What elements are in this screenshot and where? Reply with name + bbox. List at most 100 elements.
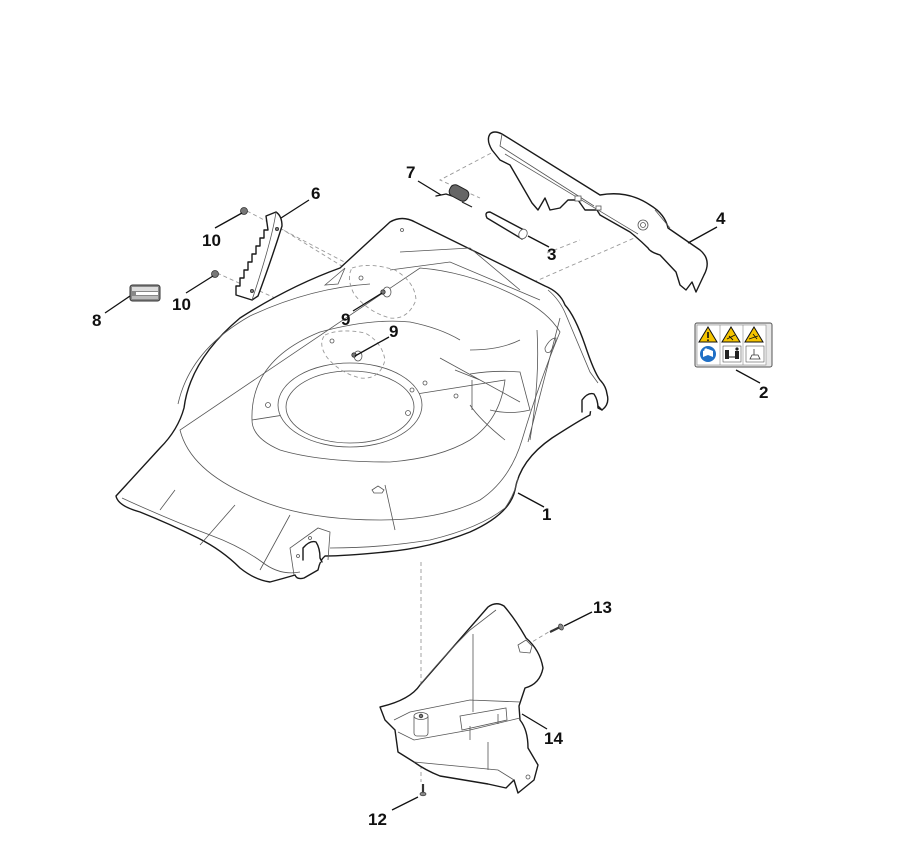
warning-triangle-icon: [698, 326, 718, 343]
assembly-line: [526, 231, 649, 286]
wheel-cutout-right: [581, 392, 603, 413]
leader-line-7: [417, 180, 442, 196]
leader-line-3: [527, 235, 550, 248]
flap-pivot: [637, 219, 649, 231]
plate-stripe: [132, 296, 158, 299]
rivet-zone-upper: [349, 265, 417, 319]
plate-stripe: [132, 287, 158, 291]
nut-upper[interactable]: [240, 207, 248, 215]
callout-6[interactable]: 6: [311, 184, 320, 203]
chute-rib: [459, 707, 508, 740]
plate-stripe: [136, 292, 158, 295]
deck-rear-panel: [527, 289, 599, 443]
leader-line-2: [735, 369, 761, 384]
assembly-line: [438, 149, 498, 199]
discharge-chute[interactable]: [379, 603, 544, 794]
leader-line-9a: [352, 292, 383, 312]
deck-dome-inner: [251, 320, 521, 463]
leader-line-9b: [354, 336, 390, 357]
deck-notch: [323, 267, 346, 286]
wheel-cutout-left: [302, 540, 323, 563]
screw-shank: [549, 626, 561, 633]
callout-13[interactable]: 13: [593, 598, 612, 617]
callout-14[interactable]: 14: [544, 729, 563, 748]
rear-flap[interactable]: [487, 131, 708, 293]
leader-line-1: [517, 492, 545, 508]
rivet-zone-lower: [321, 330, 386, 379]
disconnect-icon: [745, 345, 765, 363]
rack-hole: [249, 288, 254, 293]
assembly-line: [279, 227, 346, 269]
leader-line-10a: [214, 212, 243, 229]
screw-head: [419, 791, 427, 797]
leader-line-10b: [185, 275, 214, 294]
deck-channel: [469, 370, 531, 441]
callout-12[interactable]: 12: [368, 810, 387, 829]
leader-line-4: [687, 226, 718, 244]
mount-hole: [405, 410, 411, 416]
callouts: 1 2 3 4 6 7 8 9 9 10 10 12 13 14: [92, 163, 768, 829]
leader-line-14: [521, 713, 548, 730]
callout-1[interactable]: 1: [542, 505, 551, 524]
flap-edge: [499, 133, 671, 235]
mount-hole: [409, 387, 415, 393]
rivet-upper[interactable]: [358, 275, 392, 298]
deck-tab: [371, 485, 385, 494]
chute-body: [379, 603, 544, 794]
assembly-line: [246, 210, 353, 267]
deck-dome-outer: [177, 267, 561, 521]
mount-hole: [400, 228, 404, 232]
screw-head: [558, 623, 564, 631]
nut-icon: [211, 270, 219, 278]
mount-hole: [296, 554, 300, 558]
callout-9-upper[interactable]: 9: [341, 310, 350, 329]
callout-7[interactable]: 7: [406, 163, 415, 182]
spring-leg: [435, 193, 453, 197]
nut-icon: [240, 207, 248, 215]
blade-opening: [285, 370, 415, 444]
rivet-hole: [358, 275, 364, 281]
chute-lower-wall: [413, 742, 515, 781]
torsion-spring[interactable]: [435, 183, 473, 208]
deck-front-panel: [289, 527, 331, 576]
pin-end: [518, 228, 528, 240]
mount-hole: [265, 402, 271, 408]
read-manual-icon: [700, 346, 716, 362]
leader-line-13: [563, 611, 593, 627]
callout-10-lower[interactable]: 10: [172, 295, 191, 314]
rack-edge: [251, 211, 277, 301]
callout-10-upper[interactable]: 10: [202, 231, 221, 250]
mount-hole: [525, 774, 531, 780]
flap-lug: [574, 195, 582, 202]
mower-deck[interactable]: [115, 217, 609, 583]
nut-lower[interactable]: [211, 270, 219, 278]
screw-bottom[interactable]: [419, 784, 427, 797]
warning-label[interactable]: [694, 322, 773, 368]
callout-3[interactable]: 3: [547, 245, 556, 264]
mount-hole: [308, 536, 312, 540]
callout-4[interactable]: 4: [716, 209, 726, 228]
name-plate[interactable]: [129, 284, 161, 302]
rack-hole: [274, 226, 279, 231]
rivet-hole: [329, 338, 335, 344]
spring-leg: [461, 201, 473, 208]
deck-channel: [159, 247, 541, 571]
callout-9-lower[interactable]: 9: [389, 322, 398, 341]
keep-distance-icon: [722, 345, 742, 363]
screw-side[interactable]: [549, 623, 564, 633]
assembly-line: [546, 239, 581, 254]
deck-rim: [121, 477, 519, 574]
flap-pivot: [640, 222, 646, 228]
pivot-pin[interactable]: [485, 211, 529, 240]
callout-8[interactable]: 8: [92, 311, 101, 330]
blade-hazard-icon: [721, 326, 741, 343]
flap-body: [487, 131, 708, 293]
height-adjust-rack[interactable]: [235, 211, 283, 301]
leader-lines: [104, 180, 761, 811]
chute-side-tab: [517, 639, 533, 654]
callout-2[interactable]: 2: [759, 383, 768, 402]
leader-line-12: [391, 796, 419, 811]
rack-body: [235, 211, 283, 301]
foot-hazard-icon: [744, 326, 764, 343]
